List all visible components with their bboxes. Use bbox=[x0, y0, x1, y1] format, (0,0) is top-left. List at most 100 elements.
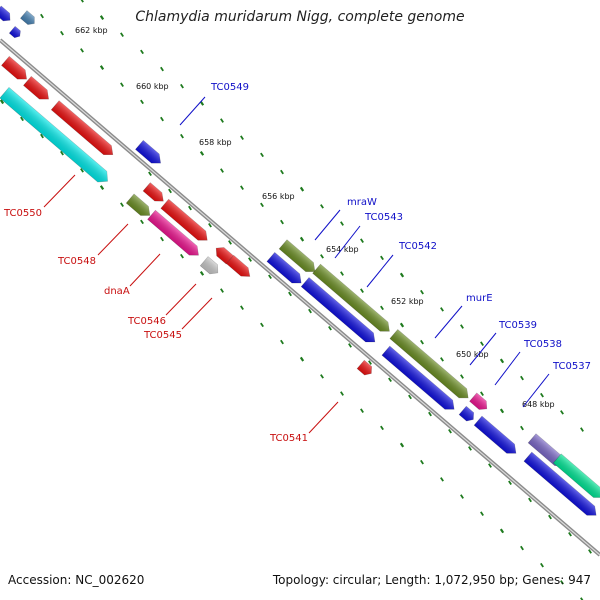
tick-mark bbox=[240, 305, 244, 311]
tick-mark bbox=[40, 13, 44, 19]
tick-mark bbox=[220, 168, 224, 173]
gene-label-reverse[interactable]: dnaA bbox=[104, 286, 130, 297]
tick-mark bbox=[120, 202, 124, 208]
gene-feature[interactable] bbox=[458, 405, 477, 423]
tick-mark bbox=[340, 221, 344, 226]
tick-mark bbox=[188, 205, 192, 211]
tick-mark bbox=[380, 305, 384, 311]
tick-mark bbox=[240, 135, 244, 141]
gene-label-reverse[interactable]: TC0546 bbox=[127, 316, 166, 327]
scale-label: 660 kbp bbox=[136, 82, 169, 91]
gene-feature[interactable] bbox=[8, 25, 22, 39]
gene-feature[interactable] bbox=[300, 277, 379, 346]
tick-mark bbox=[368, 360, 372, 365]
tick-mark bbox=[180, 83, 184, 89]
tick-mark bbox=[160, 116, 164, 122]
gene-feature[interactable] bbox=[50, 100, 116, 160]
gene-label-forward[interactable]: murE bbox=[466, 293, 493, 304]
gene-feature[interactable] bbox=[389, 329, 472, 403]
tick-mark bbox=[240, 185, 244, 191]
tick-mark bbox=[20, 116, 24, 122]
leader-line bbox=[334, 225, 361, 259]
leader-line bbox=[494, 351, 521, 386]
gene-feature[interactable] bbox=[381, 345, 458, 414]
tick-mark bbox=[480, 391, 484, 397]
tick-mark bbox=[408, 394, 412, 400]
gene-feature[interactable] bbox=[20, 10, 37, 28]
gene-feature[interactable] bbox=[1, 55, 30, 83]
gene-feature[interactable] bbox=[135, 139, 164, 167]
tick-mark bbox=[320, 204, 324, 209]
gene-feature[interactable] bbox=[213, 244, 234, 265]
gene-label-reverse[interactable]: TC0550 bbox=[3, 208, 42, 219]
tick-mark bbox=[299, 186, 305, 192]
tick-mark bbox=[540, 562, 544, 568]
gene-label-forward[interactable]: TC0539 bbox=[498, 320, 537, 331]
gene-feature[interactable] bbox=[125, 193, 154, 220]
tick-mark bbox=[499, 528, 505, 534]
tick-mark bbox=[520, 425, 524, 431]
gene-feature[interactable] bbox=[23, 75, 52, 103]
gene-feature[interactable] bbox=[523, 451, 600, 520]
gene-feature[interactable] bbox=[469, 392, 491, 413]
gene-feature[interactable] bbox=[356, 359, 375, 377]
gene-feature[interactable] bbox=[266, 251, 305, 287]
tick-mark bbox=[199, 150, 205, 156]
tick-mark bbox=[208, 222, 212, 228]
scale-label: 652 kbp bbox=[391, 297, 424, 306]
tick-mark bbox=[60, 30, 64, 36]
tick-mark bbox=[260, 322, 264, 328]
tick-mark bbox=[360, 238, 364, 244]
gene-feature[interactable] bbox=[226, 254, 254, 280]
tick-mark bbox=[460, 324, 464, 329]
gene-feature[interactable] bbox=[0, 5, 13, 24]
tick-mark bbox=[399, 272, 405, 278]
gene-feature[interactable] bbox=[278, 239, 319, 276]
tick-mark bbox=[140, 99, 144, 105]
tick-mark bbox=[180, 133, 184, 139]
tick-mark bbox=[160, 236, 164, 242]
tick-mark bbox=[399, 322, 405, 328]
scale-label: 654 kbp bbox=[326, 245, 359, 254]
gene-label-forward[interactable]: TC0537 bbox=[552, 361, 591, 372]
gene-label-forward[interactable]: TC0543 bbox=[364, 212, 403, 223]
gene-feature[interactable] bbox=[147, 209, 203, 259]
gene-feature[interactable] bbox=[312, 263, 394, 336]
tick-mark bbox=[199, 100, 205, 106]
tick-mark bbox=[320, 254, 324, 259]
gene-label-forward[interactable]: TC0538 bbox=[523, 339, 562, 350]
gene-feature[interactable] bbox=[0, 86, 112, 186]
tick-mark bbox=[180, 253, 184, 259]
tick-mark bbox=[40, 133, 44, 139]
tick-mark bbox=[280, 339, 284, 345]
tick-mark bbox=[260, 152, 264, 158]
tick-mark bbox=[568, 531, 572, 537]
gene-label-reverse[interactable]: TC0541 bbox=[269, 433, 308, 444]
gene-label-reverse[interactable]: TC0548 bbox=[57, 256, 96, 267]
genome-title: Chlamydia muridarum Nigg, complete genom… bbox=[135, 9, 465, 25]
leader-line bbox=[129, 253, 161, 287]
tick-mark bbox=[260, 202, 264, 208]
gene-label-forward[interactable]: mraW bbox=[347, 197, 377, 208]
tick-mark bbox=[99, 65, 105, 70]
leader-line bbox=[366, 254, 394, 288]
tick-mark bbox=[199, 270, 205, 276]
gene-label-forward[interactable]: TC0549 bbox=[210, 82, 249, 93]
gene-feature[interactable] bbox=[142, 182, 167, 206]
leader-line bbox=[522, 373, 550, 408]
gene-label-reverse[interactable]: TC0545 bbox=[143, 330, 182, 341]
tick-mark bbox=[268, 274, 272, 280]
gene-feature[interactable] bbox=[552, 453, 600, 502]
gene-label-forward[interactable]: TC0542 bbox=[398, 241, 437, 252]
tick-mark bbox=[360, 408, 364, 414]
gene-feature[interactable] bbox=[160, 198, 211, 245]
leader-line bbox=[308, 401, 339, 434]
tick-mark bbox=[80, 168, 84, 173]
tick-mark bbox=[99, 185, 105, 190]
gene-feature[interactable] bbox=[199, 256, 221, 278]
tick-mark bbox=[340, 391, 344, 396]
tick-mark bbox=[380, 255, 384, 261]
gene-feature[interactable] bbox=[473, 415, 520, 458]
